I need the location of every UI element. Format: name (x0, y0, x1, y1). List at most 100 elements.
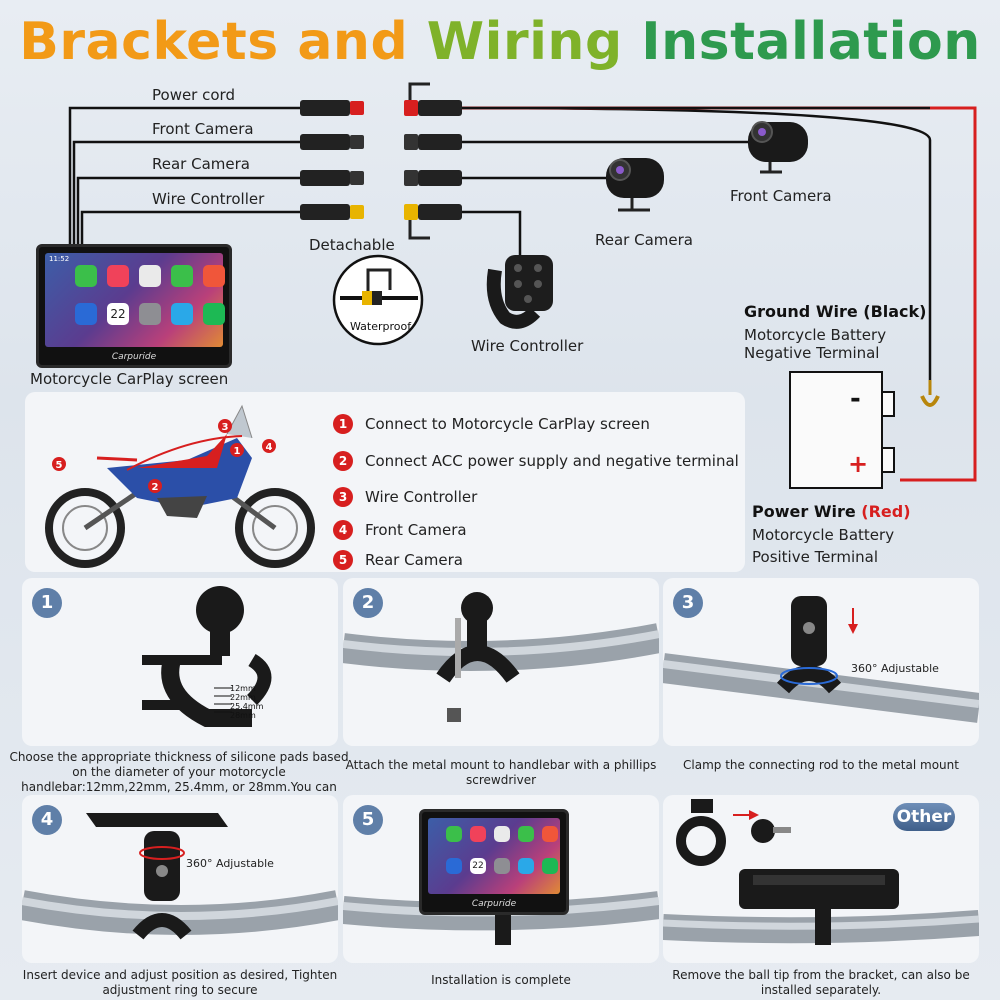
silicone-pads-illustration (142, 586, 272, 727)
bike-marker-4: 4 (266, 442, 273, 453)
connector-rear-left (300, 170, 364, 186)
bike-marker-1: 1 (234, 446, 241, 457)
front-camera-icon (748, 121, 808, 174)
power-line1: Motorcycle Battery (752, 526, 895, 544)
other-panel: Other (663, 795, 979, 963)
carplay-screen: 11:52 22 Carpuride (36, 244, 232, 368)
rear-camera-icon (606, 158, 664, 212)
wire-controller-icon (486, 255, 553, 329)
motorcycle-illustration: 3 4 5 1 2 (45, 404, 315, 568)
smartscreen-app-icon (446, 858, 462, 874)
other-badge: Other (893, 803, 955, 831)
step-3-panel: 3 360° Adjustable (663, 578, 979, 746)
separate-install-illustration (663, 799, 979, 945)
label-waterproof: Waterproof (350, 320, 412, 333)
step-3-badge: 3 (673, 588, 703, 618)
ground-line1: Motorcycle Battery (744, 326, 887, 344)
connector-controller-right (404, 204, 462, 240)
settings-app-icon (139, 303, 161, 325)
pad-sizes: 12mm 22mm 25.4mm 28mm (230, 684, 264, 720)
connector-front-left (300, 134, 364, 150)
installed-screen: 22 Carpuride (419, 809, 569, 915)
label-rear-camera-device: Rear Camera (595, 231, 693, 249)
label-power-cord: Power cord (152, 86, 235, 104)
spotify-app-icon (203, 303, 225, 325)
step-5-panel: 5 22 Carpuride (343, 795, 659, 963)
calendar-app-icon: 22 (470, 858, 486, 874)
smartscreen-app-icon (75, 303, 97, 325)
step-3-caption: Clamp the connecting rod to the metal mo… (683, 758, 959, 772)
connector-rear-right (404, 170, 462, 186)
label-wire-controller: Wire Controller (152, 190, 265, 208)
connector-controller-left (300, 204, 364, 220)
label-wire-controller-device: Wire Controller (471, 337, 584, 355)
messages-app-icon (171, 265, 193, 287)
step-2-panel: 2 (343, 578, 659, 746)
wiring-diagram (68, 82, 977, 489)
phone-app-icon (446, 826, 462, 842)
bike-marker-3: 3 (222, 422, 229, 433)
podcasts-app-icon (542, 826, 558, 842)
ground-wire-title: Ground Wire (Black) (744, 302, 927, 321)
step-1-panel: 1 12mm 22mm 25.4mm 28mm (22, 578, 338, 746)
waze-app-icon (518, 858, 534, 874)
installed-screen-brand: Carpuride (471, 899, 517, 909)
label-detachable: Detachable (309, 236, 395, 254)
maps-app-icon (494, 826, 510, 842)
insert-device-illustration (22, 813, 338, 940)
music-app-icon (107, 265, 129, 287)
step-4-caption: Insert device and adjust position as des… (22, 968, 338, 997)
step-4-note: 360° Adjustable (186, 857, 274, 870)
waze-app-icon (171, 303, 193, 325)
installed-screen-display: 22 (428, 818, 560, 894)
label-front-camera-device: Front Camera (730, 187, 832, 205)
connector-front-right (404, 134, 462, 150)
label-front-camera: Front Camera (152, 120, 254, 138)
screen-display: 11:52 22 (45, 253, 225, 347)
calendar-app-icon: 22 (107, 303, 129, 325)
connecting-rod-illustration (663, 596, 979, 723)
settings-app-icon (494, 858, 510, 874)
step-2-caption: Attach the metal mount to handlebar with… (345, 758, 657, 787)
connector-power-right (404, 82, 462, 116)
ground-line2: Negative Terminal (744, 344, 880, 362)
label-carplay-screen: Motorcycle CarPlay screen (30, 370, 229, 388)
screen-time: 11:52 (49, 255, 70, 263)
phone-app-icon (75, 265, 97, 287)
power-line2: Positive Terminal (752, 548, 878, 566)
spotify-app-icon (542, 858, 558, 874)
page-title: Brackets and Wiring Installation (19, 12, 981, 72)
step-4-panel: 4 360° Adjustable (22, 795, 338, 963)
step-1-badge: 1 (32, 588, 62, 618)
label-rear-camera: Rear Camera (152, 155, 250, 173)
other-caption: Remove the ball tip from the bracket, ca… (672, 968, 970, 997)
music-app-icon (470, 826, 486, 842)
messages-app-icon (518, 826, 534, 842)
battery-plus: + (848, 450, 869, 478)
ground-terminal-icon (920, 380, 940, 407)
waterproof-connector-icon (332, 254, 424, 346)
connector-power-left (300, 100, 364, 116)
metal-mount-illustration (343, 592, 659, 722)
step-5-badge: 5 (353, 805, 383, 835)
power-wire-title: Power Wire (Red) (752, 502, 911, 521)
battery-minus: - (850, 384, 861, 414)
bike-marker-2: 2 (152, 482, 159, 493)
step-5-caption: Installation is complete (431, 973, 571, 987)
battery-icon (789, 371, 895, 489)
step-4-badge: 4 (32, 805, 62, 835)
podcasts-app-icon (203, 265, 225, 287)
step-2-badge: 2 (353, 588, 383, 618)
bike-marker-5: 5 (56, 460, 63, 471)
bike-markers: 3 4 5 1 2 (52, 419, 276, 493)
screen-brand: Carpuride (111, 352, 157, 362)
maps-app-icon (139, 265, 161, 287)
step-3-note: 360° Adjustable (851, 662, 939, 675)
